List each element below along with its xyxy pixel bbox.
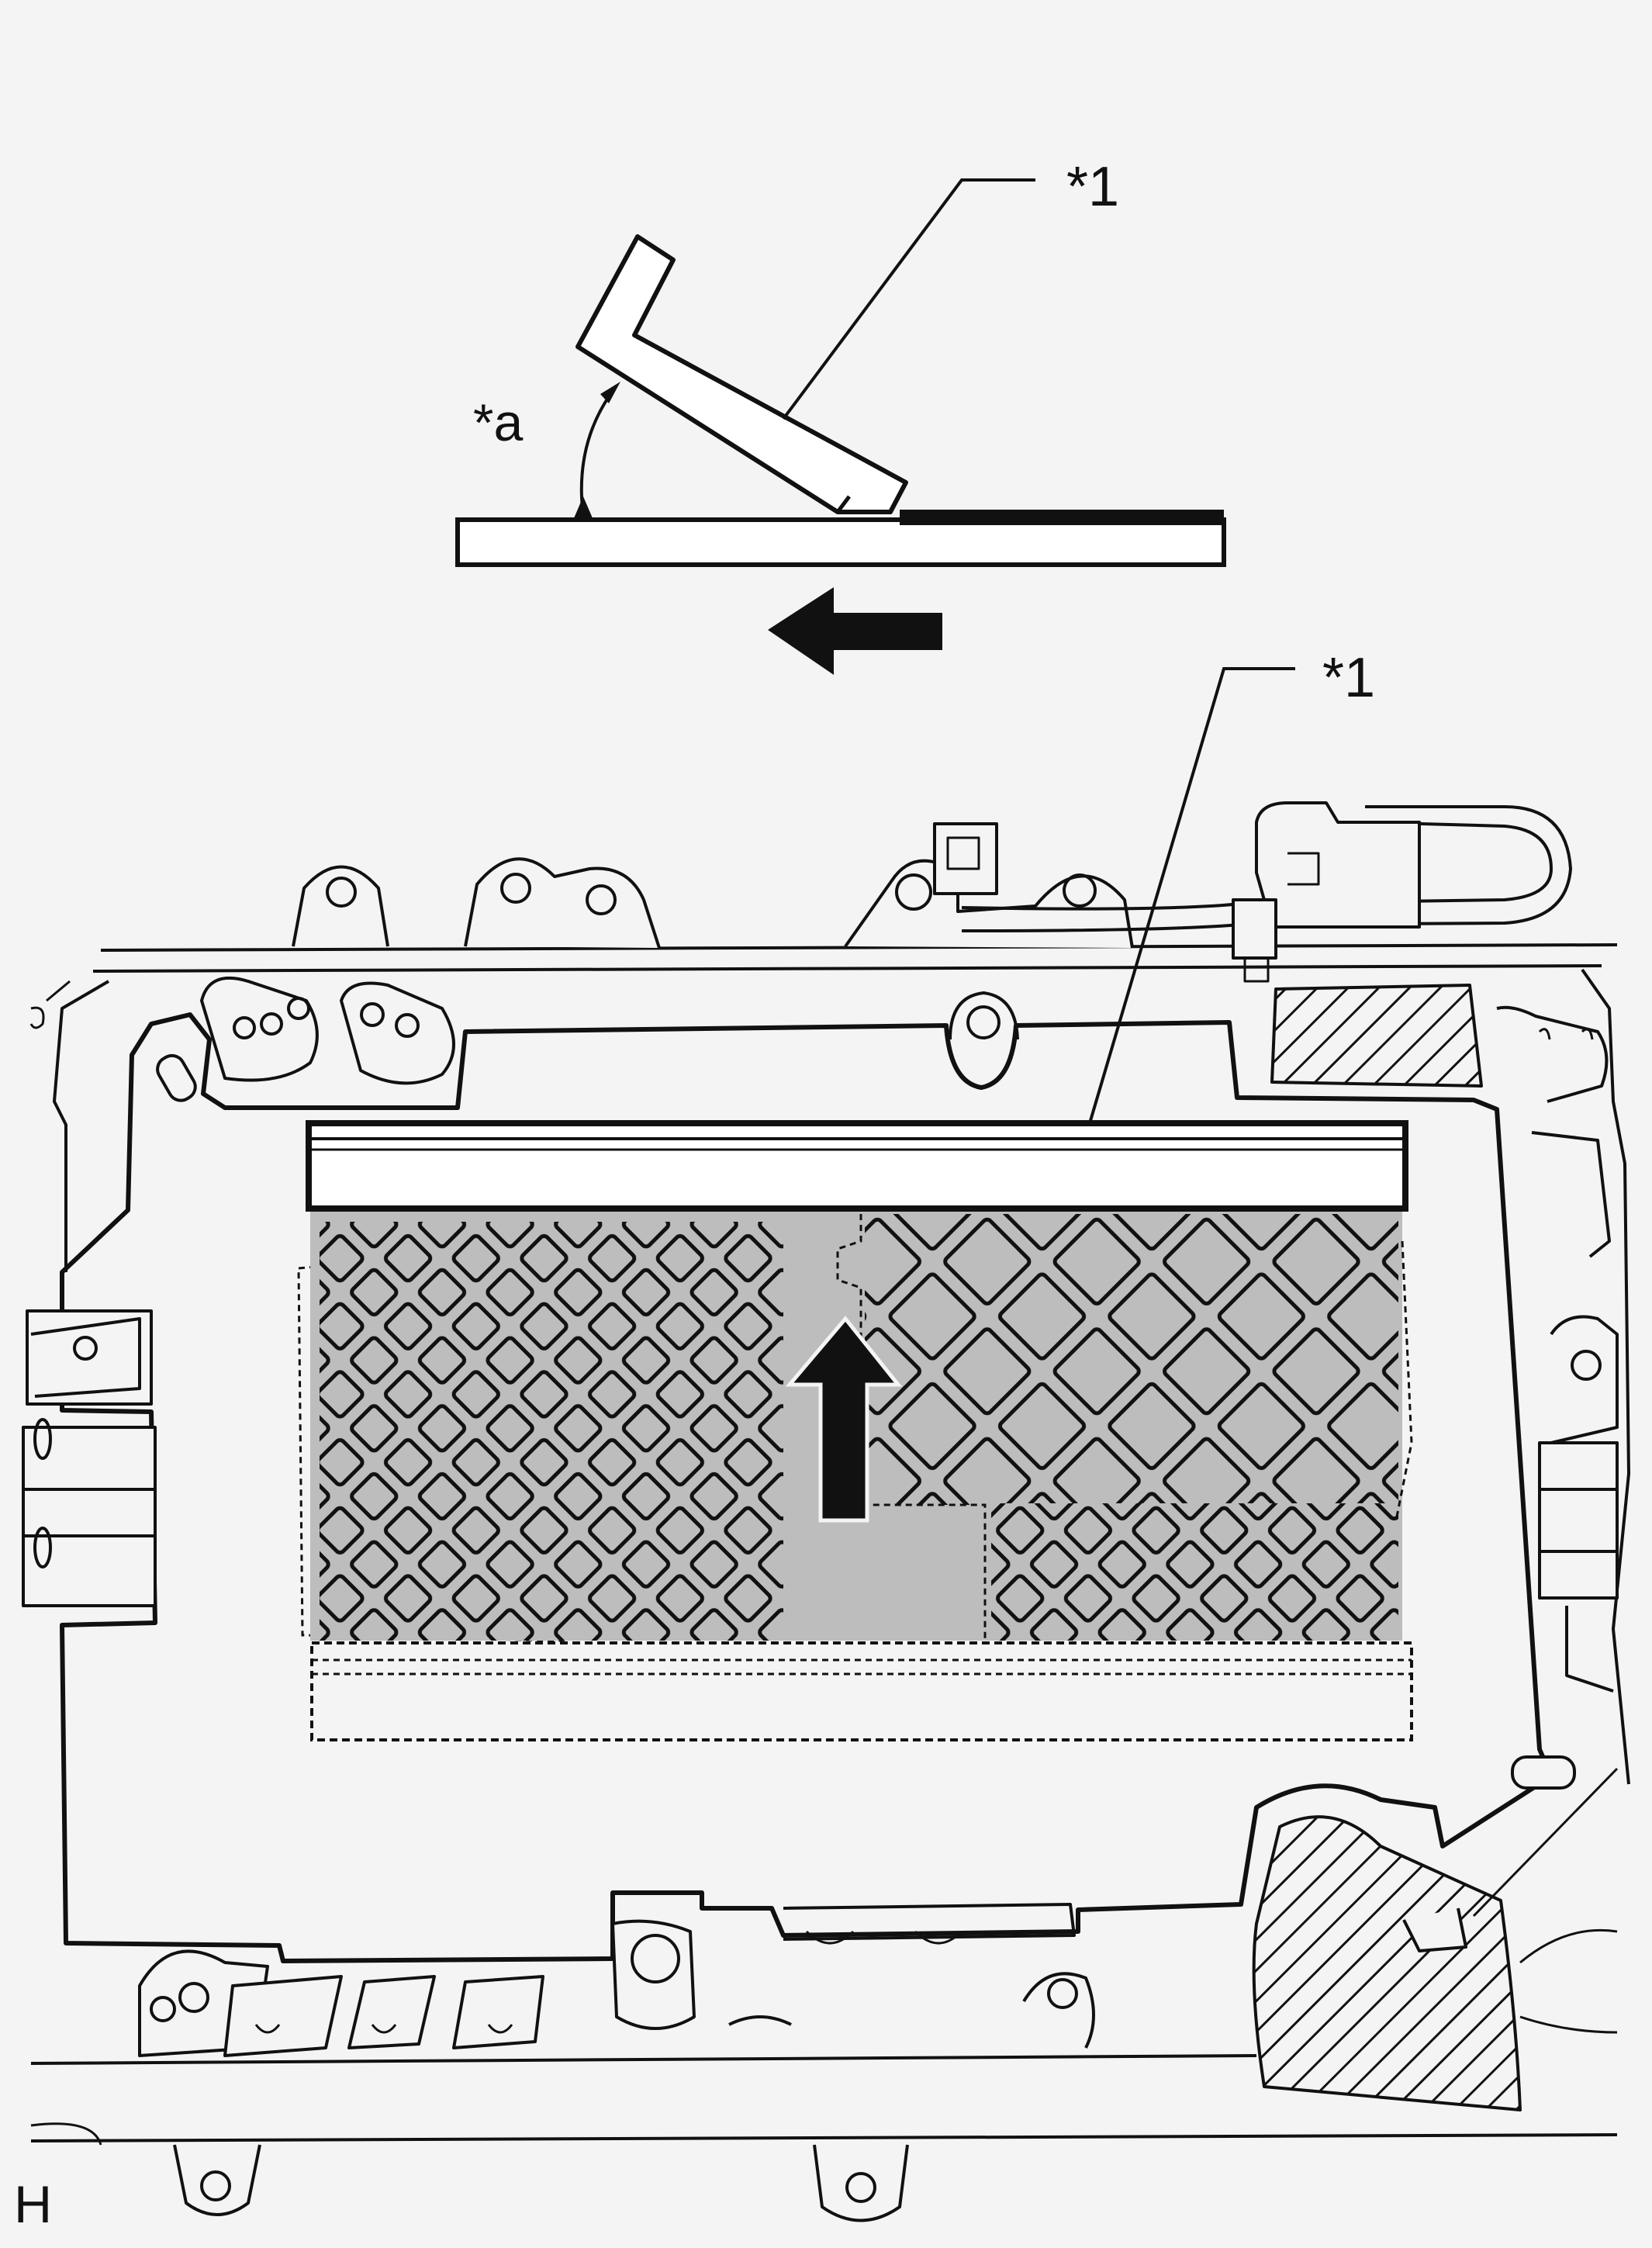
base-plate <box>455 517 1226 567</box>
angle-arc <box>579 386 617 517</box>
angle-arrowhead-top <box>600 382 620 403</box>
seal-top-right <box>1270 984 1483 1088</box>
filter-mesh-right <box>865 1214 1398 1505</box>
corner-label: H <box>14 2175 52 2234</box>
filter-element <box>297 1120 1413 1741</box>
filter-mesh-left <box>320 1222 785 1641</box>
angle-detail: *1 *a <box>455 156 1226 675</box>
leader-line-main <box>1088 667 1295 1124</box>
leader-line-top <box>782 178 1035 420</box>
filter-top-rail <box>306 1120 1408 1212</box>
angle-label: *a <box>473 393 523 452</box>
filter-bottom-rail-dashed <box>310 1641 1413 1741</box>
part-label-top: *1 <box>1066 156 1119 218</box>
arrow-up-icon <box>785 1316 903 1523</box>
bent-tool <box>575 234 908 514</box>
angle-arrowhead-bottom <box>574 496 593 518</box>
part-label-main: *1 <box>1322 647 1375 709</box>
seal-bottom-right <box>1252 1815 1522 2111</box>
filter-edge-bar <box>900 510 1224 525</box>
